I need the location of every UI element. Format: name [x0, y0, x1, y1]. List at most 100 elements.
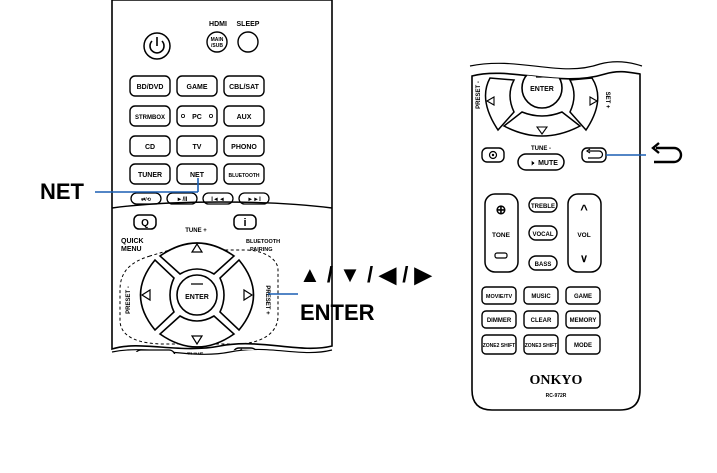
brand-logo: ONKYO — [530, 373, 583, 388]
callouts: NET ▲ / ▼ / ◀ / ▶ ENTER — [40, 142, 683, 325]
up-arrow-icon — [190, 242, 204, 253]
input-button-phono[interactable] — [223, 135, 265, 157]
input-label: NET — [190, 172, 205, 179]
right-remote: ENTER PRESET - SET + TUNE - 🕨 MUTE — [469, 61, 643, 411]
music-button[interactable] — [523, 286, 559, 305]
left-remote: HDMI MAIN /SUB SLEEP BD/DVD GAME CBL/SAT… — [111, 0, 333, 364]
hdmi-sub2: /SUB — [211, 43, 223, 49]
enter-button[interactable] — [176, 274, 218, 316]
pc-dot-left — [180, 114, 185, 119]
hdmi-label: HDMI — [209, 21, 227, 28]
right-cursor-left-button[interactable] — [484, 77, 516, 132]
mode-button[interactable] — [565, 334, 601, 355]
preset-minus-label: PRESET - — [126, 286, 132, 314]
next-icon: ►►I — [247, 197, 261, 203]
zone3-shift-button[interactable] — [523, 334, 559, 355]
input-button-aux[interactable] — [223, 105, 265, 127]
input-label: BLUETOOTH — [228, 173, 259, 179]
mode-label: MODE — [574, 343, 592, 349]
volume-rocker[interactable] — [567, 193, 602, 273]
return-icon — [585, 148, 604, 159]
input-button-cbl-sat[interactable] — [223, 75, 265, 97]
bass-button[interactable] — [528, 255, 558, 271]
treble-label: TREBLE — [531, 204, 555, 210]
treble-button[interactable] — [528, 197, 558, 213]
zone2-shift-button[interactable] — [481, 334, 517, 355]
enter-label: ENTER — [185, 294, 209, 301]
mode-label: GAME — [574, 294, 592, 300]
play-pause-button[interactable] — [166, 192, 198, 205]
tone-label: TONE — [492, 232, 511, 239]
input-button-strmbox[interactable] — [129, 105, 171, 127]
hdmi-main-sub-button[interactable] — [206, 31, 228, 53]
input-button-tv[interactable] — [176, 135, 218, 157]
memory-button[interactable] — [565, 310, 601, 329]
quick-menu-button[interactable] — [133, 214, 157, 230]
transport-buttons: ⇄/⟲ ►/II I◄◄ ►►I — [130, 192, 270, 205]
mute-speaker-icon: 🕨 — [530, 160, 535, 167]
vocal-button[interactable] — [528, 225, 558, 241]
power-icon — [149, 37, 165, 54]
input-label: TUNER — [138, 172, 162, 179]
home-button[interactable] — [134, 349, 176, 364]
mode-label: MEMORY — [570, 318, 597, 324]
input-label: TV — [193, 144, 202, 151]
left-arrow-icon — [140, 288, 151, 302]
bass-label: BASS — [535, 262, 552, 268]
right-enter-label: ENTER — [530, 86, 554, 93]
next-button[interactable] — [238, 192, 270, 205]
input-button-net[interactable] — [176, 163, 218, 185]
lower-panel-edge — [112, 201, 332, 209]
cursor-right-button[interactable] — [219, 258, 255, 332]
dimmer-button[interactable] — [481, 310, 517, 329]
input-button-bd-dvd[interactable] — [129, 75, 171, 97]
cursor-up-button[interactable] — [158, 242, 236, 275]
quick-menu-label-1: QUICK — [121, 238, 144, 245]
input-label: AUX — [237, 114, 252, 121]
clear-button[interactable] — [523, 310, 559, 329]
net-callout-label: NET — [40, 179, 85, 204]
sleep-label: SLEEP — [237, 21, 260, 28]
bt-pairing-label-1: BLUETOOTH — [246, 239, 280, 245]
cursor-down-button[interactable] — [158, 315, 236, 348]
input-label: CBL/SAT — [229, 84, 260, 91]
right-tune-minus-label: TUNE - — [531, 146, 551, 152]
mute-label: MUTE — [538, 160, 558, 167]
right-cursor-right-button[interactable] — [568, 77, 599, 132]
right-preset-plus-label: SET + — [604, 92, 610, 109]
model-number: RC-972R — [546, 393, 567, 399]
previous-button[interactable] — [202, 192, 234, 205]
tone-rocker[interactable] — [484, 193, 519, 273]
cursor-left-button[interactable] — [139, 258, 175, 332]
input-button-game[interactable] — [176, 75, 218, 97]
mute-button[interactable] — [517, 153, 565, 171]
left-dpad: ENTER — [139, 242, 255, 348]
input-button-cd[interactable] — [129, 135, 171, 157]
input-button-pc[interactable] — [176, 105, 218, 127]
previous-icon: I◄◄ — [211, 197, 225, 203]
input-label: GAME — [187, 84, 208, 91]
vol-label: VOL — [577, 232, 590, 239]
quick-menu-q-label: Q — [141, 218, 149, 229]
vocal-label: VOCAL — [533, 232, 554, 238]
sleep-button[interactable] — [237, 31, 259, 53]
tone-minus-icon — [494, 252, 508, 259]
input-button-bluetooth[interactable] — [223, 163, 265, 185]
tone-volume-panel: ⊕ TONE TREBLE VOCAL BASS ^ VOL ∨ — [484, 193, 602, 273]
right-right-arrow-icon — [589, 96, 599, 106]
return-callout-icon — [651, 142, 683, 164]
right-cursor-down-button[interactable] — [502, 111, 582, 137]
right-left-arrow-icon — [485, 96, 495, 106]
game-mode-button[interactable] — [565, 286, 601, 305]
preset-plus-label: PRESET + — [264, 285, 270, 315]
input-button-tuner[interactable] — [129, 163, 171, 185]
movie-tv-button[interactable] — [481, 286, 517, 305]
input-label: STRMBOX — [135, 115, 165, 121]
random-repeat-icon: ⇄/⟲ — [141, 196, 152, 203]
mode-buttons: MOVIE/TV MUSIC GAME DIMMER CLEAR MEMORY … — [481, 286, 601, 355]
input-label: CD — [145, 144, 155, 151]
hdmi-sub1: MAIN — [211, 37, 224, 43]
bt-pairing-label-2: PAIRING — [250, 247, 273, 253]
info-button[interactable] — [233, 214, 257, 230]
